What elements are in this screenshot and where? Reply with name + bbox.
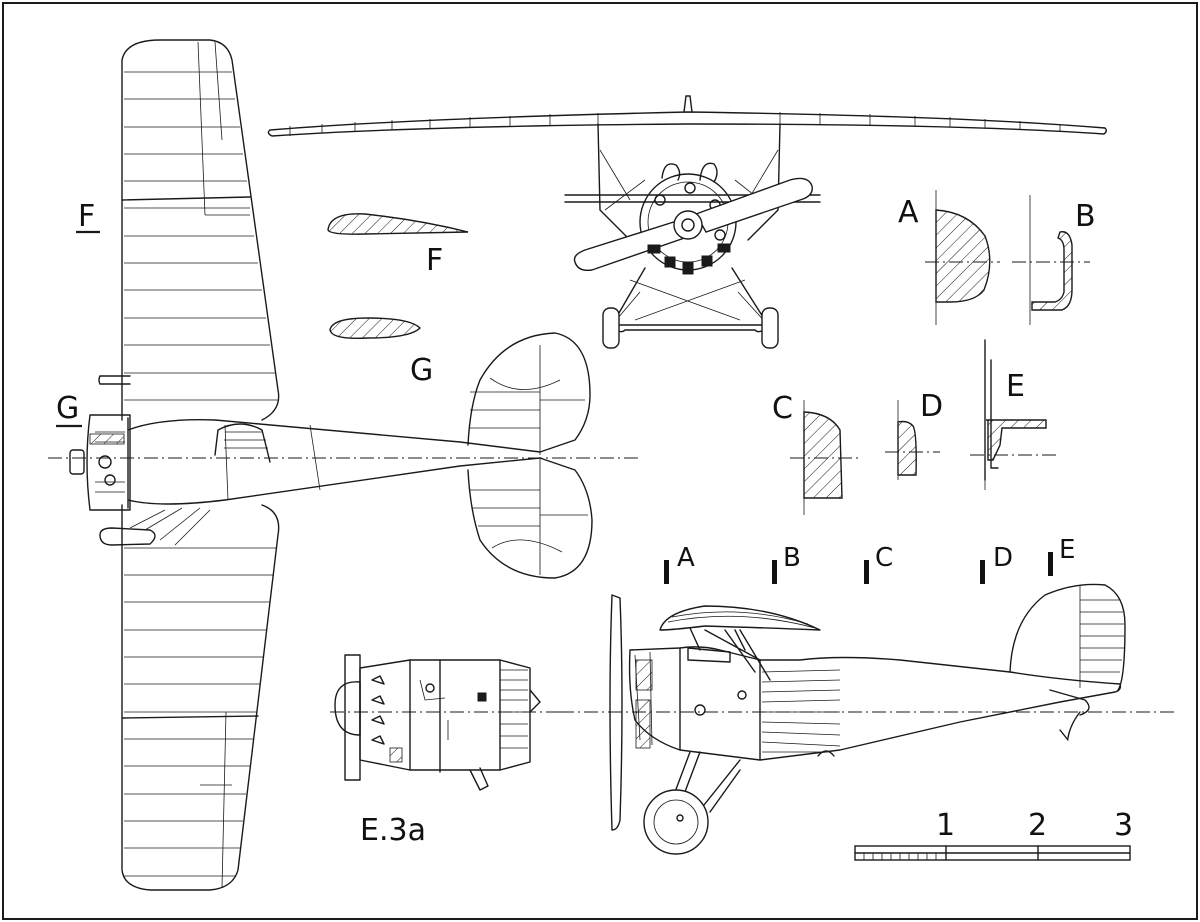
e3a-engine-detail — [330, 654, 560, 791]
scale-label-1: 1 — [936, 808, 955, 843]
section-label-e: E — [1006, 369, 1025, 404]
plan-engine — [86, 414, 131, 511]
plan-wing-outline — [121, 39, 280, 891]
plan-view — [48, 39, 640, 891]
plan-fuselage — [127, 417, 541, 509]
planform-label-g: G — [56, 391, 79, 426]
station-label-d: D — [993, 543, 1013, 573]
side-fuselage — [628, 646, 1122, 761]
section-label-a: A — [898, 195, 919, 230]
plan-wing-ribs-upper — [124, 71, 278, 401]
station-label-c: C — [875, 543, 893, 573]
airfoil-label-g: G — [410, 353, 433, 388]
side-view — [560, 583, 1175, 855]
station-markers: A B C D E — [664, 535, 1075, 584]
planform-label-f: F — [78, 199, 95, 234]
section-detail-e — [970, 339, 1060, 490]
plan-wing-ribs-lower — [124, 547, 277, 877]
airfoil-f — [327, 213, 469, 235]
section-detail-b — [1012, 195, 1090, 325]
airfoil-label-f: F — [426, 243, 443, 278]
section-detail-c — [790, 400, 860, 515]
side-upper-wing — [659, 605, 821, 631]
airfoil-g — [329, 317, 421, 340]
variant-label: E.3a — [360, 813, 426, 848]
plan-tailplane — [467, 332, 593, 579]
scale-label-2: 2 — [1028, 808, 1047, 843]
front-upper-wing — [267, 111, 1107, 137]
section-label-c: C — [772, 391, 793, 426]
section-label-d: D — [920, 389, 943, 424]
scale-label-3: 3 — [1114, 808, 1133, 843]
station-label-e: E — [1059, 535, 1075, 565]
station-label-b: B — [783, 543, 801, 573]
station-label-a: A — [677, 543, 695, 573]
side-wheel — [643, 789, 709, 855]
section-label-b: B — [1075, 199, 1096, 234]
front-landing-gear — [611, 267, 769, 333]
front-view — [267, 95, 1107, 349]
section-detail-d — [885, 400, 940, 480]
side-fin-rudder — [1009, 583, 1126, 691]
scale-bar: 1 2 3 — [854, 808, 1133, 861]
section-detail-a — [925, 190, 1000, 325]
side-propeller — [609, 594, 623, 831]
